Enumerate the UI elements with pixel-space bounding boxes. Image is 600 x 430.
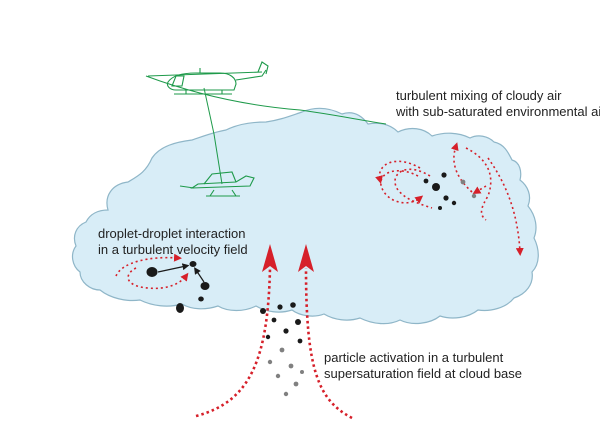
droplet xyxy=(189,261,197,267)
droplet xyxy=(443,195,449,201)
cloud-shape xyxy=(71,107,539,325)
activation-label-line-1: particle activation in a turbulent xyxy=(324,350,504,365)
particle xyxy=(293,381,299,387)
particle xyxy=(300,370,304,374)
particle xyxy=(471,193,477,199)
droplet xyxy=(297,338,303,344)
updraft-arrow xyxy=(195,267,272,418)
mixing-label-line-1: turbulent mixing of cloudy air xyxy=(396,88,562,103)
droplet xyxy=(271,317,277,323)
droplet xyxy=(283,328,289,334)
droplet xyxy=(432,183,440,191)
particle xyxy=(275,373,281,379)
updraft-group xyxy=(195,244,353,420)
droplet-interaction-group xyxy=(115,253,210,313)
droplet-interaction-label: droplet-droplet interaction in a turbule… xyxy=(98,226,248,258)
droplet xyxy=(295,319,301,325)
droplet xyxy=(200,282,210,290)
droplet-label-line-2: in a turbulent velocity field xyxy=(98,242,248,257)
droplet xyxy=(277,304,283,310)
red-swirl-arrow xyxy=(472,185,487,195)
particle xyxy=(267,359,273,365)
droplet xyxy=(146,267,158,277)
black-interaction-arrow xyxy=(157,263,190,273)
particle xyxy=(288,363,294,369)
droplet xyxy=(438,206,442,210)
droplet xyxy=(265,334,271,340)
black-interaction-arrow xyxy=(194,267,205,283)
droplet-label-line-1: droplet-droplet interaction xyxy=(98,226,246,241)
droplet xyxy=(176,303,184,313)
towed-instrument-probe-icon xyxy=(179,171,255,197)
activation-label-line-2: supersaturation field at cloud base xyxy=(324,366,523,381)
red-swirl-arrow xyxy=(375,160,421,184)
tow-cable xyxy=(203,87,223,185)
droplet xyxy=(441,172,447,178)
mixing-label: turbulent mixing of cloudy air with sub-… xyxy=(396,88,600,120)
activation-label: particle activation in a turbulent super… xyxy=(324,350,522,382)
red-swirl-arrow xyxy=(487,157,524,256)
red-swirl-arrow xyxy=(450,142,473,193)
particle xyxy=(460,179,466,185)
updraft-arrowhead xyxy=(262,244,278,272)
mixing-group xyxy=(375,142,524,256)
mixing-label-line-2: with sub-saturated environmental air xyxy=(396,104,600,119)
helicopter-icon xyxy=(147,61,269,95)
droplet xyxy=(451,200,457,206)
particle xyxy=(283,391,289,397)
red-swirl-arrow xyxy=(394,168,433,209)
droplet xyxy=(423,178,429,184)
droplet xyxy=(290,302,296,308)
updraft-arrow xyxy=(304,267,353,420)
droplet xyxy=(260,308,266,314)
particle xyxy=(279,347,285,353)
droplet xyxy=(198,296,204,302)
updraft-arrowhead xyxy=(298,244,314,272)
